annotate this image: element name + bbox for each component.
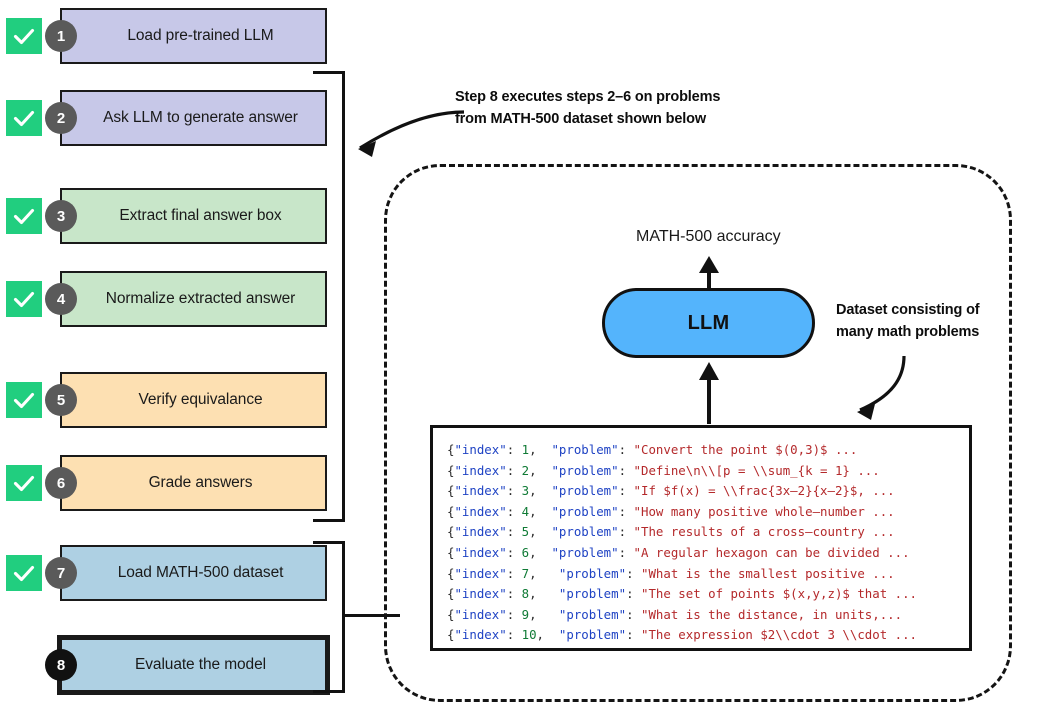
checkmark-icon [6,555,42,591]
evaluation-container [384,164,1012,702]
step-label-8: Evaluate the model [135,656,266,673]
llm-pill-label: LLM [687,311,730,334]
checkmark-icon [6,382,42,418]
checkmark-icon [6,18,42,54]
dataset-note-line2: many math problems [836,324,980,341]
step8-note-line1: Step 8 executes steps 2–6 on problems [455,89,721,105]
code-line: {"index": 1, "problem": "Convert the poi… [447,442,858,457]
step-label-5: Verify equivalance [138,391,263,408]
step-number-badge-1: 1 [45,20,77,52]
step-number-badge-4: 4 [45,283,77,315]
bracket-steps-7-8 [313,541,345,693]
bracket-steps-2-6 [313,71,345,522]
dataset-note: Dataset consisting of many math problems [836,299,980,344]
step-number-badge-5: 5 [45,384,77,416]
note-arrow-icon [358,110,465,157]
step-number-badge-2: 2 [45,102,77,134]
code-line: {"index": 2, "problem": "Define\n\\[p = … [447,462,880,478]
step-number-badge-8: 8 [45,649,77,681]
code-line: {"index": 9, "problem": "What is the dis… [447,606,903,622]
dataset-note-line1: Dataset consisting of [836,302,980,318]
step-box-4: Normalize extracted answer [60,271,327,327]
step-label-6: Grade answers [148,474,253,491]
step-box-2: Ask LLM to generate answer [60,90,327,146]
step8-note-line2: from MATH-500 dataset shown below [455,111,706,128]
code-line: {"index": 7, "problem": "What is the sma… [447,565,895,581]
code-line: {"index": 8, "problem": "The set of poin… [447,586,917,602]
checkmark-icon [6,100,42,136]
step-box-3: Extract final answer box [60,188,327,244]
step-number-badge-3: 3 [45,200,77,232]
code-line: {"index": 10, "problem": "The expression… [447,627,917,643]
step-box-8: Evaluate the model [57,635,330,695]
arrow-up-to-accuracy-icon [699,256,719,292]
arrow-up-to-llm-icon [699,362,719,424]
code-line: {"index": 3, "problem": "If $f(x) = \\fr… [447,483,895,499]
llm-model-node: LLM [602,288,815,358]
step-number-badge-7: 7 [45,557,77,589]
step-label-3: Extract final answer box [119,207,282,224]
checkmark-icon [6,281,42,317]
accuracy-output-label: MATH-500 accuracy [636,228,781,245]
dataset-note-arrow-icon [857,355,906,420]
checkmark-icon [6,465,42,501]
dataset-code-preview: {"index": 1, "problem": "Convert the poi… [430,425,972,651]
checkmark-icon [6,198,42,234]
step-label-7: Load MATH-500 dataset [117,564,284,581]
connector-to-dashed-box [345,614,400,617]
step-box-5: Verify equivalance [60,372,327,428]
step-number-badge-6: 6 [45,467,77,499]
code-line: {"index": 5, "problem": "The results of … [447,524,895,540]
step-box-6: Grade answers [60,455,327,511]
step8-note: Step 8 executes steps 2–6 on problems fr… [455,86,720,131]
step-box-7: Load MATH-500 dataset [60,545,327,601]
step-label-2: Ask LLM to generate answer [103,109,298,126]
code-line: {"index": 6, "problem": "A regular hexag… [447,544,910,560]
step-label-4: Normalize extracted answer [105,290,296,307]
step-box-1: Load pre-trained LLM [60,8,327,64]
code-line: {"index": 4, "problem": "How many positi… [447,503,895,519]
step-label-1: Load pre-trained LLM [127,27,274,44]
